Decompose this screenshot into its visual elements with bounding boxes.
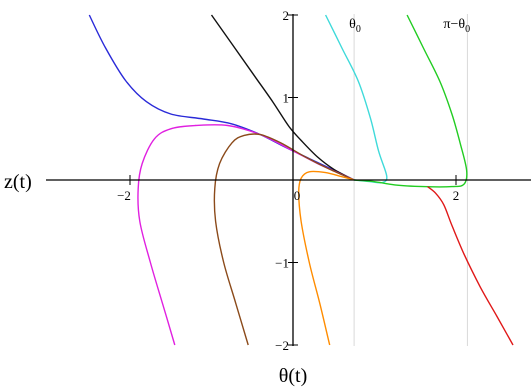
reference-label-sub-0: 0 bbox=[356, 24, 361, 35]
trajectory-curve-5 bbox=[213, 133, 355, 346]
x-tick-label-2: 2 bbox=[453, 188, 460, 203]
reference-label-1: π−θ0 bbox=[443, 17, 470, 35]
trajectory-curve-7 bbox=[427, 186, 514, 346]
reference-label-0: θ0 bbox=[349, 17, 361, 35]
trajectory-curve-1 bbox=[210, 14, 355, 181]
trajectory-curves bbox=[88, 14, 514, 346]
trajectory-curve-3 bbox=[354, 14, 468, 188]
reference-label-sub-1: 0 bbox=[465, 24, 470, 35]
reference-label-base-1: π−θ bbox=[443, 17, 465, 32]
y-axis-title: z(t) bbox=[4, 171, 32, 193]
tick-marks: −2 0 2 2 1 −1 −2 bbox=[117, 8, 459, 353]
reference-label-base-0: θ bbox=[349, 17, 356, 32]
x-tick-label-1: 0 bbox=[294, 188, 301, 203]
x-tick-label-0: −2 bbox=[117, 188, 131, 203]
axes bbox=[46, 14, 531, 346]
x-axis-title: θ(t) bbox=[279, 365, 307, 387]
y-tick-label-3: −2 bbox=[275, 338, 289, 353]
trajectory-curve-6 bbox=[297, 170, 355, 346]
y-tick-label-2: −1 bbox=[275, 256, 289, 271]
y-tick-label-0: 2 bbox=[283, 8, 290, 23]
trajectory-curve-0 bbox=[88, 14, 355, 181]
y-tick-label-1: 1 bbox=[283, 91, 290, 106]
trajectory-curve-2 bbox=[324, 14, 388, 184]
